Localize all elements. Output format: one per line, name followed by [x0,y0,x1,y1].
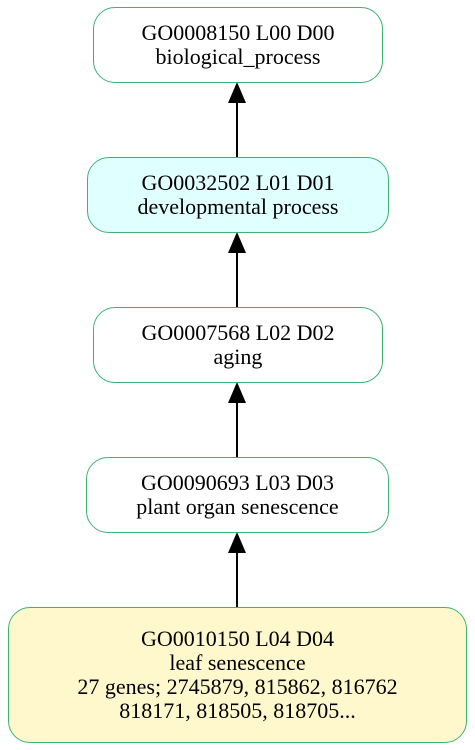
edge-plant-organ-to-aging [228,382,246,457]
node-id: GO0008150 L00 D00 [141,20,335,45]
node-label: plant organ senescence [136,494,339,519]
node-genes-line-1: 27 genes; 2745879, 815862, 816762 [77,674,398,699]
node-leaf-senescence[interactable]: GO0010150 L04 D04 leaf senescence 27 gen… [8,607,467,743]
edge-aging-to-developmental [228,232,246,307]
node-developmental-process[interactable]: GO0032502 L01 D01 developmental process [87,157,389,233]
node-id: GO0090693 L03 D03 [140,470,335,495]
node-id: GO0032502 L01 D01 [141,170,335,195]
node-biological-process[interactable]: GO0008150 L00 D00 biological_process [93,7,383,83]
node-label: aging [213,344,263,369]
node-genes-line-2: 818171, 818505, 818705... [119,698,356,723]
node-id: GO0007568 L02 D02 [141,320,335,345]
edge-leaf-to-plant-organ [228,532,246,607]
node-id: GO0010150 L04 D04 [140,626,335,651]
node-aging[interactable]: GO0007568 L02 D02 aging [93,307,383,383]
node-label: developmental process [137,194,339,219]
node-label: leaf senescence [169,650,306,675]
node-plant-organ-senescence[interactable]: GO0090693 L03 D03 plant organ senescence [86,457,389,533]
edge-developmental-to-biological [228,82,246,157]
node-label: biological_process [155,44,321,69]
